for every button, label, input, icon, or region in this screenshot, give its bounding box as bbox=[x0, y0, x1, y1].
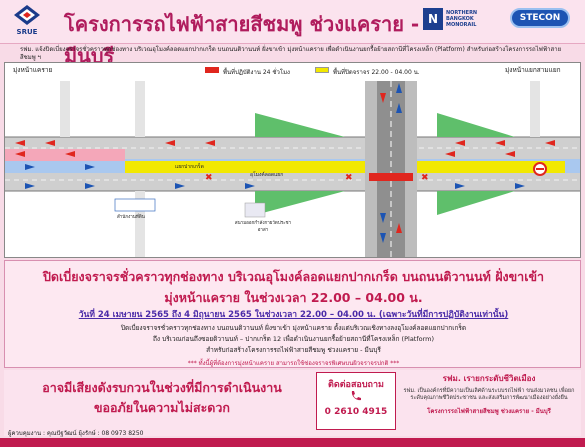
slogan-head: รฟม. เรายกระดับชีวิตเมือง bbox=[442, 374, 536, 383]
nbm-logo: N NORTHERN BANGKOK MONORAIL bbox=[423, 6, 485, 32]
traffic-map-drawing: ✖ ✖ ✖ bbox=[5, 81, 580, 257]
announcement-date: วันที่ 24 เมษายน 2565 ถึง 4 มิถุนายน 256… bbox=[78, 310, 509, 320]
green-island bbox=[255, 191, 345, 215]
slogan-body: รฟม. เป็นองค์กรที่มีความเป็นเลิศด้านระบบ… bbox=[403, 388, 575, 402]
traffic-map: ✖ ✖ ✖ bbox=[4, 62, 581, 258]
noise-warning: อาจมีเสียงดังรบกวนในช่วงที่มีการดำเนินงา… bbox=[42, 380, 282, 395]
srt-logo: SRUE bbox=[5, 4, 49, 40]
contact-box: ติดต่อสอบถาม 0 2610 4915 bbox=[316, 372, 396, 430]
announcement: ปิดเบี่ยงจราจรชั่วคราวทุกช่องทาง บริเวณอ… bbox=[4, 260, 581, 368]
announcement-title: ปิดเบี่ยงจราจรชั่วคราวทุกช่องทาง บริเวณอ… bbox=[42, 269, 545, 284]
legend-swatch-yellow bbox=[315, 67, 329, 73]
map-label-left: มุ่งหน้าแคราย bbox=[13, 66, 53, 74]
slogan-brand: โครงการรถไฟฟ้าสายสีชมพู ช่วงแคราย - มีนบ… bbox=[427, 407, 551, 415]
legend-label-yellow: พื้นที่ปิดจราจร 22.00 - 04.00 น. bbox=[333, 69, 420, 76]
svg-text:✖: ✖ bbox=[205, 173, 213, 183]
building-label: สนามออกกำลังกายวัดประชาอาสา bbox=[234, 221, 292, 233]
announcement-subtitle: มุ่งหน้าแคราย ในช่วงเวลา 22.00 – 04.00 น… bbox=[164, 290, 423, 305]
phone-icon bbox=[351, 391, 361, 401]
announcement-line-1: ปิดเบี่ยงจราจรชั่วคราวทุกช่องทาง บนถนนติ… bbox=[120, 324, 467, 332]
yellow-closed-area bbox=[125, 161, 565, 173]
contact-number[interactable]: 0 2610 4915 bbox=[324, 407, 388, 417]
legend-label-red: พื้นที่ปฏิบัติงาน 24 ชั่วโมง bbox=[223, 69, 290, 76]
office-icon bbox=[114, 198, 156, 212]
srt-diamond-icon bbox=[14, 5, 40, 25]
map-label-right: มุ่งหน้าแยกสามแยก bbox=[505, 66, 561, 74]
nbm-mark: N bbox=[423, 8, 443, 30]
svg-text:✖: ✖ bbox=[421, 173, 429, 183]
red-work-area bbox=[369, 173, 413, 181]
nbm-text: NORTHERN BANGKOK MONORAIL bbox=[446, 9, 478, 29]
green-island bbox=[437, 113, 515, 137]
building-icon bbox=[244, 202, 266, 218]
mrta-slogan: รฟม. เรายกระดับชีวิตเมือง รฟม. เป็นองค์ก… bbox=[400, 372, 578, 416]
header: SRUE โครงการรถไฟฟ้าสายสีชมพู ช่วงแคราย -… bbox=[0, 0, 585, 68]
coordinator-info: ผู้ควบคุมงาน : คุณปัฐวัฒน์ ยุ้งรักษ์ : 0… bbox=[8, 430, 144, 437]
traffic-arrows-blue bbox=[25, 164, 525, 189]
apology-text: ขออภัยในความไม่สะดวก bbox=[94, 400, 230, 415]
pink-lane bbox=[5, 149, 125, 161]
underpass-label: อุโมงค์ลอดแยก bbox=[250, 172, 284, 178]
bottom-bar bbox=[0, 438, 585, 447]
svg-text:✖: ✖ bbox=[345, 173, 353, 183]
road-label: แยกปากเกร็ด bbox=[175, 164, 204, 170]
logo-caption: SRUE bbox=[16, 28, 38, 36]
notice-text: รฟม. แจ้งปิดเบี่ยงจราจรชั่วคราวทุกช่องทา… bbox=[20, 46, 562, 62]
contact-label: ติดต่อสอบถาม bbox=[328, 380, 384, 390]
green-island bbox=[255, 113, 345, 137]
announcement-line-2: ถึง บริเวณก่อนถึงซอยติวานนท์ – ปากเกร็ด … bbox=[152, 335, 435, 343]
office-label: สำนักงานที่ดิน bbox=[117, 215, 145, 220]
legend-swatch-red bbox=[205, 67, 219, 73]
announcement-line-3: สำหรับก่อสร้างโครงการรถไฟฟ้าสายสีชมพู ช่… bbox=[206, 346, 381, 354]
traffic-arrows-red bbox=[15, 140, 555, 157]
green-island bbox=[437, 191, 515, 215]
footer: อาจมีเสียงดังรบกวนในช่วงที่มีการดำเนินงา… bbox=[4, 370, 581, 436]
stecon-logo: STECON bbox=[510, 8, 570, 28]
announcement-note: *** ทั้งนี้ผู้ที่ต้องการมุ่งหน้าแคราย สา… bbox=[187, 360, 400, 367]
